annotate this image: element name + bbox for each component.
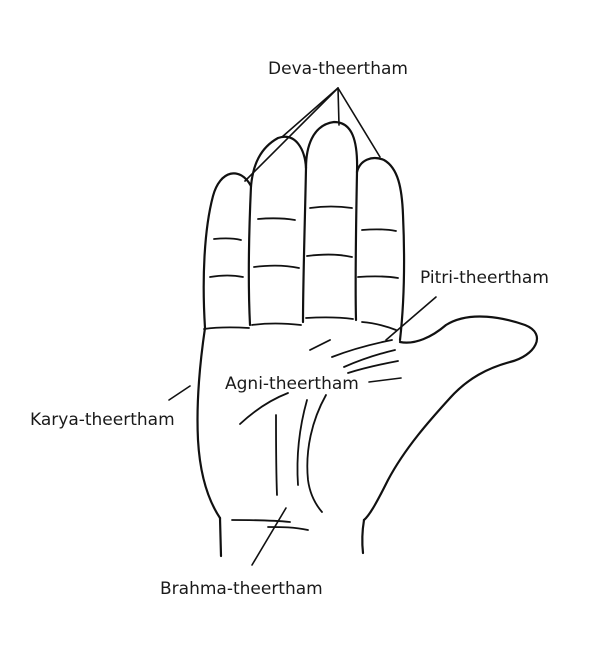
karya-leader xyxy=(168,385,191,401)
deva-leader-3 xyxy=(337,87,340,126)
deva-leader-1 xyxy=(244,87,339,182)
wrist-right xyxy=(361,518,366,555)
agni-leader xyxy=(368,377,402,383)
deva-theertham-label: Deva-theertham xyxy=(268,59,408,79)
deva-leader-4 xyxy=(337,87,381,158)
finger-creases xyxy=(203,205,399,331)
agni-theertham-label: Agni-theertham xyxy=(225,374,359,394)
leader-lines xyxy=(168,87,437,566)
karya-theertham-label: Karya-theertham xyxy=(30,410,175,430)
palm-lines xyxy=(231,339,399,531)
little-finger xyxy=(355,156,406,342)
thumb xyxy=(362,315,538,522)
middle-finger xyxy=(249,135,308,188)
ring-finger xyxy=(304,120,359,174)
brahma-theertham-label: Brahma-theertham xyxy=(160,579,323,599)
wrist-left xyxy=(218,516,223,558)
deva-leader-2 xyxy=(281,87,339,138)
brahma-leader xyxy=(251,507,287,566)
hand-illustration xyxy=(196,120,538,558)
pitri-leader xyxy=(385,296,437,341)
pitri-theertham-label: Pitri-theertham xyxy=(420,268,549,288)
palm-left-edge xyxy=(196,326,222,520)
index-finger xyxy=(202,172,253,330)
